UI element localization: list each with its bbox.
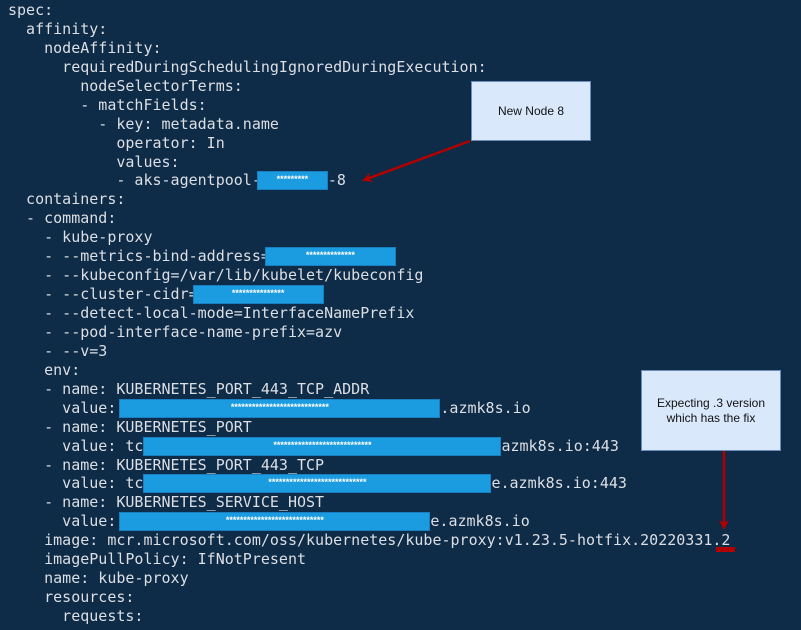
yaml-line: value: ****************************e.azm… — [8, 512, 730, 532]
version-underline — [716, 547, 735, 552]
terminal-yaml-output: spec: affinity: nodeAffinity: requiredDu… — [8, 1, 730, 626]
redaction-box: ********* — [256, 171, 328, 191]
yaml-line: value: tc****************************azm… — [8, 436, 730, 456]
redaction-box: *************** — [192, 285, 324, 305]
yaml-line: affinity: — [8, 19, 108, 38]
yaml-line: name: kube-proxy — [8, 569, 189, 588]
line-suffix: .azmk8s.io — [440, 398, 531, 417]
yaml-line: nodeSelectorTerms: — [8, 76, 243, 95]
line-text: - --metrics-bind-address= — [8, 247, 270, 266]
line-suffix: -8 — [327, 171, 346, 190]
yaml-line: value: tc****************************e.a… — [8, 474, 730, 494]
line-text: value: — [8, 398, 126, 417]
callout-new-node: New Node 8 — [471, 81, 591, 141]
yaml-line: nodeAffinity: — [8, 38, 162, 57]
yaml-line: resources: — [8, 588, 135, 607]
line-text: - --cluster-cidr= — [8, 285, 198, 304]
line-text: value: tc — [8, 436, 144, 455]
yaml-line: - --v=3 — [8, 341, 108, 360]
yaml-line: containers: — [8, 190, 126, 209]
callout-text: Expecting .3 version which has the fix — [656, 395, 766, 425]
line-text: value: — [8, 512, 126, 531]
yaml-line: spec: — [8, 1, 54, 19]
line-text: value: tc — [8, 474, 144, 493]
yaml-line: imagePullPolicy: IfNotPresent — [8, 550, 307, 569]
yaml-line: - --metrics-bind-address=************** — [8, 247, 730, 267]
yaml-line: - matchFields: — [8, 95, 207, 114]
yaml-line: env: — [8, 360, 81, 379]
yaml-line: - --pod-interface-name-prefix=azv — [8, 322, 343, 341]
redaction-box: ************** — [264, 247, 396, 267]
yaml-line: - name: KUBERNETES_PORT — [8, 417, 252, 436]
redaction-box: **************************** — [119, 398, 441, 418]
yaml-line: values: — [8, 152, 180, 171]
line-text: - aks-agentpool- — [8, 171, 261, 190]
yaml-line: - --detect-local-mode=InterfaceNamePrefi… — [8, 304, 415, 322]
redaction-box: **************************** — [119, 512, 431, 532]
line-suffix: azmk8s.io:443 — [501, 436, 619, 455]
yaml-line: - name: KUBERNETES_SERVICE_HOST — [8, 493, 325, 512]
yaml-line: - command: — [8, 209, 117, 228]
redaction-box: **************************** — [143, 474, 492, 494]
yaml-line-image: image: mcr.microsoft.com/oss/kubernetes/… — [8, 531, 731, 550]
yaml-line: - key: metadata.name — [8, 114, 279, 133]
yaml-line: - name: KUBERNETES_PORT_443_TCP_ADDR — [8, 379, 370, 398]
callout-text: New Node 8 — [497, 103, 565, 118]
yaml-line: - aks-agentpool-*********-8 — [8, 171, 730, 191]
yaml-line: requiredDuringSchedulingIgnoredDuringExe… — [8, 57, 487, 76]
yaml-line: - name: KUBERNETES_PORT_443_TCP — [8, 455, 325, 474]
line-suffix: e.azmk8s.io:443 — [491, 474, 627, 493]
callout-expected-version: Expecting .3 version which has the fix — [641, 370, 781, 451]
yaml-line: operator: In — [8, 133, 225, 152]
yaml-line: - --cluster-cidr=*************** — [8, 285, 730, 305]
arrow-to-node — [362, 139, 471, 182]
yaml-line: - --kubeconfig=/var/lib/kubelet/kubeconf… — [8, 266, 424, 285]
redaction-box: **************************** — [143, 436, 502, 456]
yaml-line: requests: — [8, 607, 144, 625]
yaml-line: value: ****************************.azmk… — [8, 398, 730, 418]
yaml-line: - kube-proxy — [8, 228, 153, 247]
line-suffix: e.azmk8s.io — [430, 512, 530, 531]
